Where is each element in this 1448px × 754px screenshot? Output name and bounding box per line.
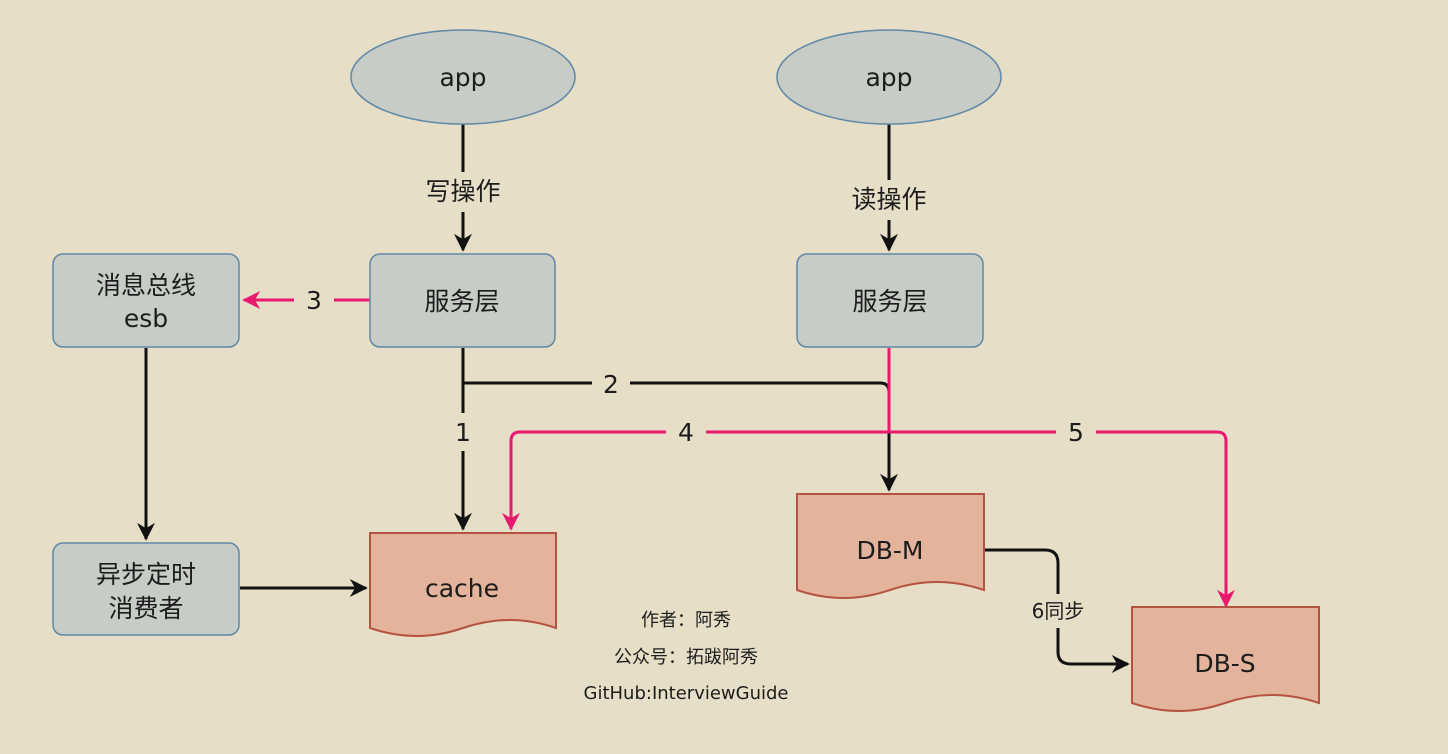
app-node-left: app (350, 29, 576, 125)
edge-label-step1: 1 (455, 418, 471, 447)
service-layer-left: 服务层 (369, 253, 556, 348)
edge-label-step2: 2 (603, 370, 619, 399)
consumer-label-line1: 异步定时 (96, 560, 196, 589)
esb-label-line2: esb (124, 304, 168, 333)
app-node-right: app (776, 29, 1002, 125)
credit-author: 作者：阿秀 (641, 610, 731, 631)
consumer-label-line2: 消费者 (108, 594, 183, 623)
edge-label-step3: 3 (306, 286, 322, 315)
db-slave-node: DB-S (1131, 606, 1320, 712)
credit-account: 公众号：拓跋阿秀 (614, 647, 758, 668)
db-master-label: DB-M (857, 536, 924, 565)
message-bus-node: 消息总线 esb (52, 253, 240, 348)
app-left-label: app (439, 63, 486, 92)
cache-label: cache (425, 574, 499, 603)
edge-step4 (502, 430, 889, 531)
credit-github: GitHub:InterviewGuide (584, 683, 789, 704)
edge-label-step4: 4 (678, 418, 694, 447)
service-right-label: 服务层 (852, 287, 927, 316)
async-consumer-node: 异步定时 消费者 (52, 542, 240, 636)
esb-label-line1: 消息总线 (96, 271, 196, 300)
db-slave-label: DB-S (1194, 649, 1255, 678)
edge-label-write-op: 写操作 (425, 177, 500, 206)
service-layer-right: 服务层 (796, 253, 984, 348)
db-master-node: DB-M (796, 493, 985, 599)
app-right-label: app (865, 63, 912, 92)
cache-node: cache (369, 532, 557, 637)
edge-label-read-op: 读操作 (851, 185, 926, 214)
edge-step5 (889, 430, 1235, 608)
edge-label-step6: 6同步 (1032, 599, 1085, 623)
edge-label-step5: 5 (1068, 418, 1084, 447)
service-left-label: 服务层 (424, 287, 499, 316)
